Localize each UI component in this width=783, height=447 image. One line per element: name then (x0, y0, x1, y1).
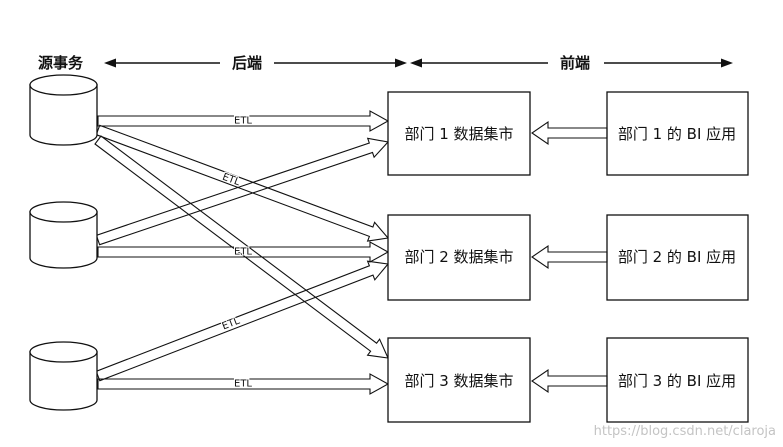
source-database-1 (29, 74, 98, 146)
data-mart-3-box (387, 337, 531, 423)
bi-app-1-box (606, 91, 749, 176)
database-3-top (29, 341, 98, 363)
etl-arrow-source3-to-mart3 (97, 373, 390, 395)
etl-arrow-source2-to-mart2 (97, 241, 390, 263)
bi-app-3-box (606, 337, 749, 423)
etl-arrow-source1-to-mart2 (95, 124, 390, 242)
database-3-body (29, 351, 98, 411)
source-transactions-label: 源事务 (38, 54, 84, 72)
etl-label: ETL (234, 116, 252, 127)
database-1-top (29, 74, 98, 96)
data-mart-1-box (387, 91, 531, 176)
bi-app-1: 部门 1 的 BI 应用 (606, 91, 749, 176)
bi-app1-to-mart1-arrow (531, 120, 608, 146)
database-1-body (29, 84, 98, 146)
bi-app2-to-mart2-arrow (531, 244, 608, 270)
etl-arrow-source2-to-mart1 (95, 137, 390, 246)
bi-app-3: 部门 3 的 BI 应用 (606, 337, 749, 423)
backend-label: 后端 (232, 54, 262, 72)
etl-arrow-source1-to-mart3 (94, 135, 389, 359)
header-row: 源事务 后端 前端 (38, 54, 733, 72)
data-mart-2-label: 部门 2 数据集市 (404, 248, 513, 266)
source-database-3 (29, 341, 98, 411)
source-database-2 (29, 201, 98, 269)
bi-app-1-label: 部门 1 的 BI 应用 (618, 125, 736, 143)
bi-app3-to-mart3-arrow (531, 368, 608, 394)
data-mart-3-label: 部门 3 数据集市 (404, 372, 513, 390)
etl-label: ETL (234, 247, 252, 258)
frontend-left-arrowhead (410, 58, 422, 68)
database-2-top (29, 201, 98, 223)
bi-app-2-box (606, 214, 749, 301)
data-mart-1: 部门 1 数据集市 (387, 91, 531, 176)
data-mart-3: 部门 3 数据集市 (387, 337, 531, 423)
data-mart-2: 部门 2 数据集市 (387, 214, 531, 301)
watermark-text: https://blog.csdn.net/claroja (594, 424, 776, 439)
etl-arrow-source1-to-mart1 (97, 110, 390, 132)
data-mart-2-box (387, 214, 531, 301)
etl-arrows (94, 110, 390, 395)
bi-app-3-label: 部门 3 的 BI 应用 (618, 372, 736, 390)
etl-label: ETL (221, 172, 242, 189)
frontend-label: 前端 (560, 54, 590, 72)
backend-right-arrowhead (395, 58, 407, 68)
database-2-body (29, 211, 98, 269)
bi-app-2-label: 部门 2 的 BI 应用 (618, 248, 736, 266)
backend-left-arrowhead (104, 58, 116, 68)
etl-arrow-source3-to-mart2 (95, 260, 390, 382)
etl-label: ETL (234, 379, 252, 390)
bi-app-2: 部门 2 的 BI 应用 (606, 214, 749, 301)
frontend-right-arrowhead (721, 58, 733, 68)
data-mart-1-label: 部门 1 数据集市 (404, 125, 513, 143)
bi-to-mart-arrows (531, 120, 608, 394)
